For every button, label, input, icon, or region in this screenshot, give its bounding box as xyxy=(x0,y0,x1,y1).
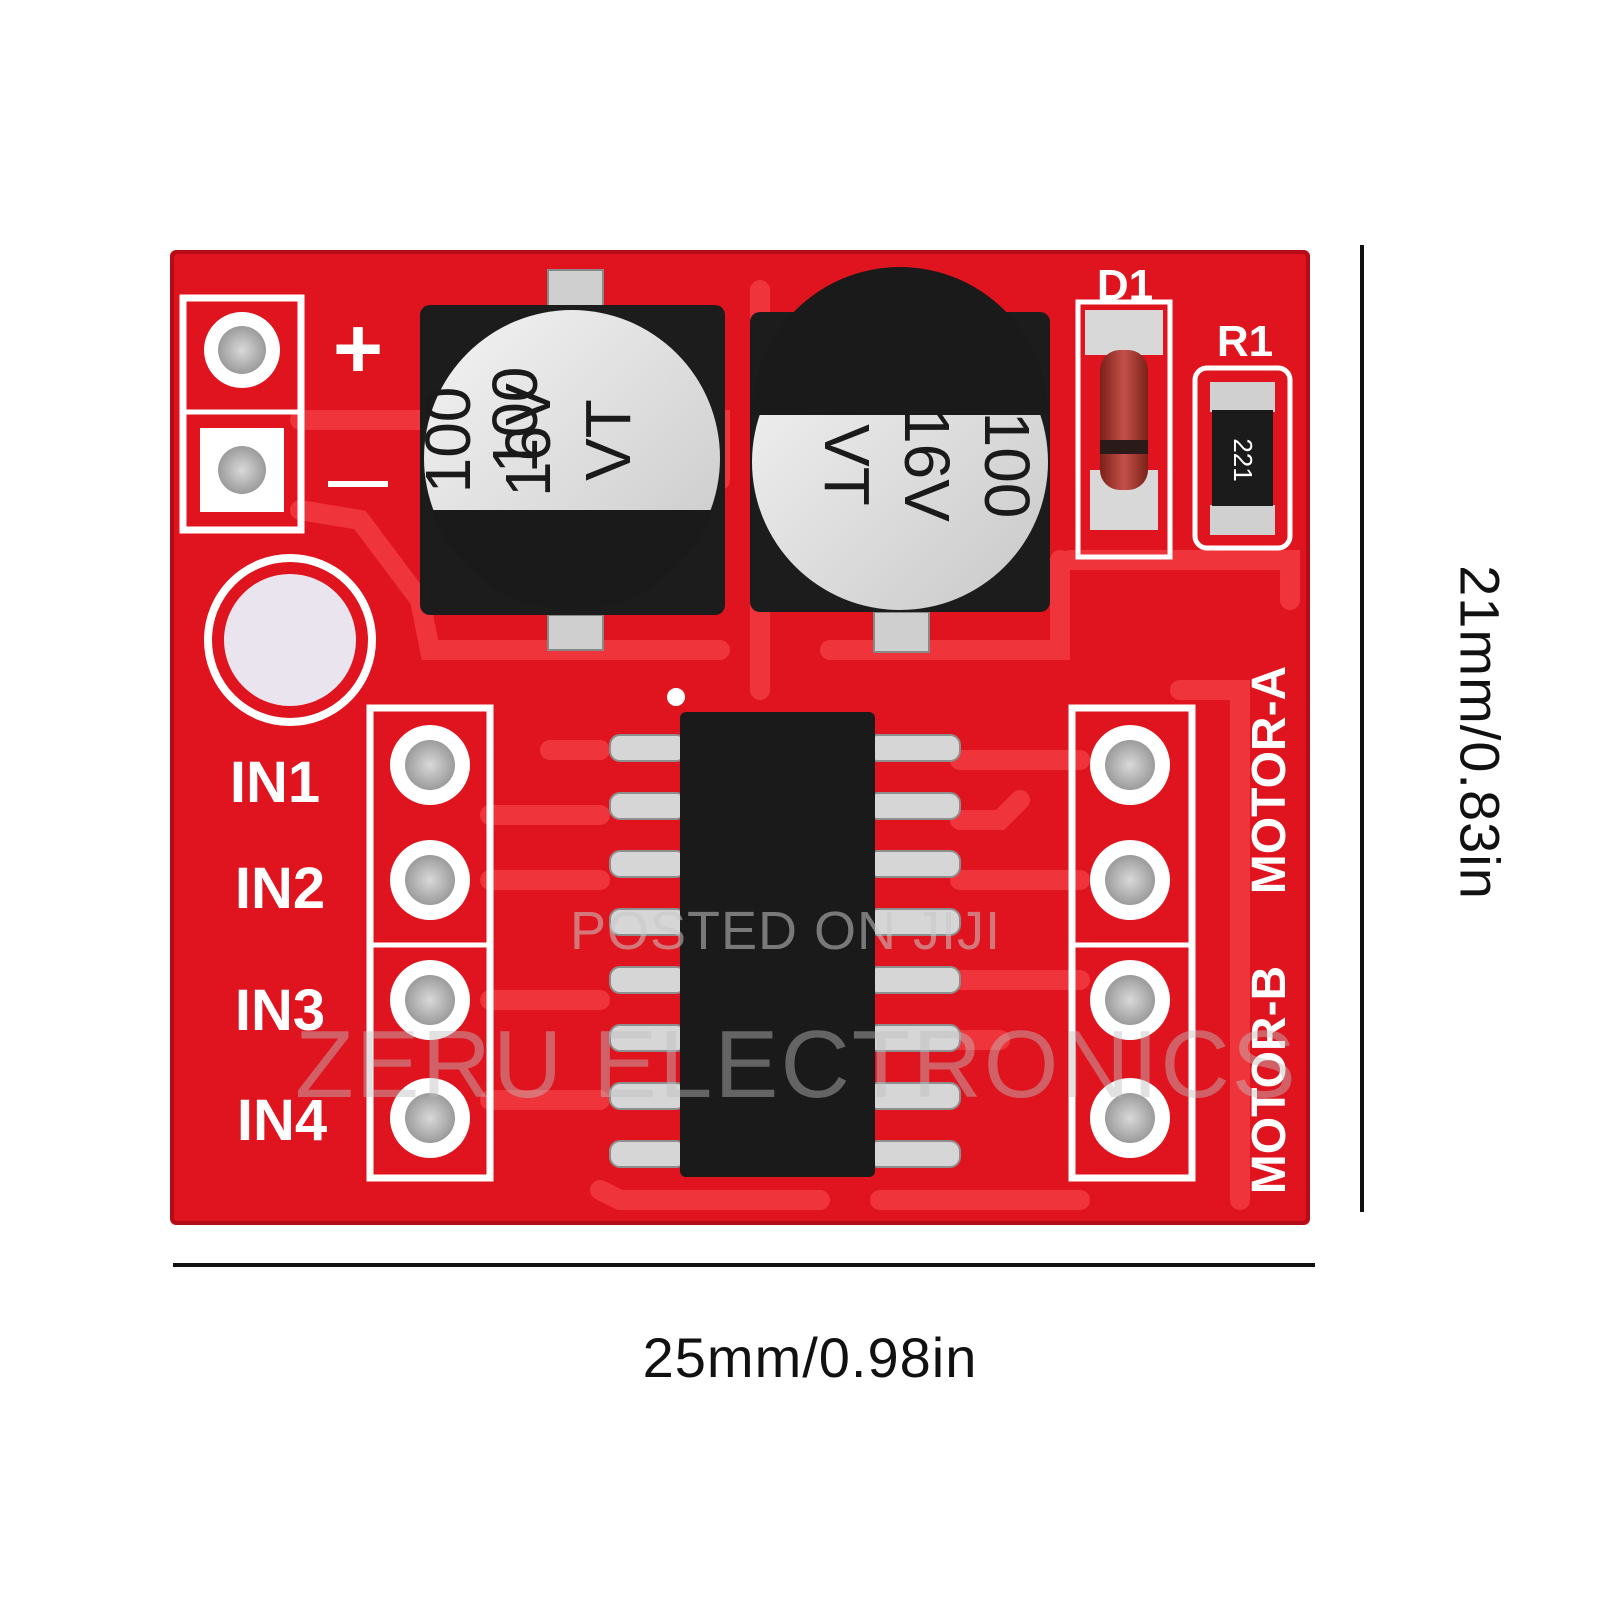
ic-lead-left xyxy=(609,966,687,994)
pad-in1 xyxy=(405,740,455,790)
ic-lead-left xyxy=(609,1082,687,1110)
input-header: IN1 IN2 IN3 IN4 xyxy=(230,704,494,1182)
pad-in3 xyxy=(405,975,455,1025)
ic-lead-left xyxy=(609,1024,687,1052)
in2-label: IN2 xyxy=(235,856,325,921)
ic-lead-right xyxy=(867,1140,961,1168)
pad-motor-a1 xyxy=(1105,740,1155,790)
capacitor-right: 100 16V VT xyxy=(750,267,1050,653)
capacitor-left: 100 100 16V VT xyxy=(412,269,725,651)
ic-lead-right xyxy=(867,908,961,936)
motor-header: MOTOR-B MOTOR-A xyxy=(1068,666,1296,1194)
ic-lead-left xyxy=(609,850,687,878)
mounting-hole-ring xyxy=(204,554,376,726)
ic-lead-right xyxy=(867,734,961,762)
plus-label: + xyxy=(333,301,383,397)
resistor-r1: R1 221 xyxy=(1192,317,1293,551)
ic-lead-right xyxy=(867,792,961,820)
diode-d1: D1 xyxy=(1075,261,1173,560)
pad-motor-b1 xyxy=(1105,975,1155,1025)
capacitor-right-value: 100 xyxy=(971,412,1043,519)
in1-label: IN1 xyxy=(230,750,320,815)
ic-lead-left xyxy=(609,1140,687,1168)
capacitor-left-value: 100 xyxy=(479,367,551,474)
r1-label: R1 xyxy=(1217,317,1273,366)
ic-lead-right xyxy=(867,1082,961,1110)
power-pad-plus xyxy=(218,326,266,374)
pad-motor-a2 xyxy=(1105,855,1155,905)
power-pad-minus xyxy=(218,446,266,494)
ic-lead-right xyxy=(867,966,961,994)
capacitor-right-voltage: 16V xyxy=(891,408,963,522)
pad-motor-b2 xyxy=(1105,1093,1155,1143)
ic-lead-left xyxy=(609,792,687,820)
pad-in4 xyxy=(405,1093,455,1143)
mounting-hole xyxy=(224,574,356,706)
height-dimension-label: 21mm/0.83in xyxy=(1448,565,1512,900)
in3-label: IN3 xyxy=(235,978,325,1043)
ic-lead-right xyxy=(867,850,961,878)
capacitor-right-series: VT xyxy=(811,424,883,506)
ic-lead-left xyxy=(609,908,687,936)
capacitor-left-voltage: 16V xyxy=(492,383,564,497)
driver-ic xyxy=(609,688,961,1177)
width-dimension-label: 25mm/0.98in xyxy=(642,1326,978,1389)
motor-b-label: MOTOR-B xyxy=(1243,966,1296,1194)
pad-in2 xyxy=(405,855,455,905)
ic-lead-right xyxy=(867,1024,961,1052)
minus-label: — xyxy=(328,446,388,513)
capacitor-left-value-text: 100 xyxy=(412,387,484,494)
ic-lead-left xyxy=(609,734,687,762)
in4-label: IN4 xyxy=(237,1088,327,1153)
capacitor-left-series: VT xyxy=(572,399,644,481)
motor-a-label: MOTOR-A xyxy=(1243,666,1296,894)
resistor-code: 221 xyxy=(1228,438,1258,481)
